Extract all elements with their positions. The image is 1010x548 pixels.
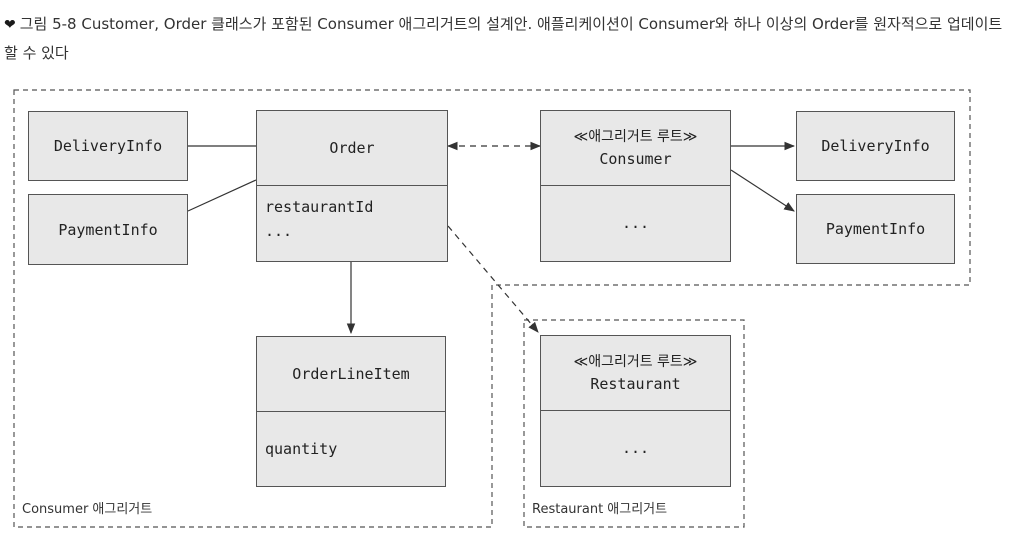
payment-info-left-box: PaymentInfo [28,194,188,265]
restaurant-class-body: ... [541,410,730,486]
consumer-stereotype: ≪애그리거트 루트≫ [573,129,698,145]
order-class-header: Order [257,111,447,186]
heart-icon: ❤ [4,17,16,33]
order-class-name: Order [329,139,375,157]
caption-text: 그림 5-8 Customer, Order 클래스가 포함된 Consumer… [4,15,1003,62]
delivery-info-right-label: DeliveryInfo [821,137,930,155]
order-attr-ellipsis: ... [265,222,293,240]
figure-caption: ❤그림 5-8 Customer, Order 클래스가 포함된 Consume… [4,10,1004,67]
payment-info-right-label: PaymentInfo [825,220,926,238]
consumer-class-header: ≪애그리거트 루트≫ Consumer [541,111,730,186]
consumer-class-name: Consumer [599,150,672,168]
order-line-item-attributes: quantity [257,411,445,486]
restaurant-aggregate-label: Restaurant 애그리거트 [532,502,668,517]
consumer-class-box: ≪애그리거트 루트≫ Consumer ... [540,110,731,262]
order-class-box: Order restaurantId ... [256,110,448,262]
restaurant-class-box: ≪애그리거트 루트≫ Restaurant ... [540,335,731,487]
order-line-item-name: OrderLineItem [292,365,410,383]
consumer-body-ellipsis: ... [621,214,650,232]
restaurant-aggregate-boundary [523,319,745,528]
consumer-class-body: ... [541,185,730,261]
restaurant-class-name: Restaurant [590,375,681,393]
payment-info-order-link [187,179,257,212]
delivery-info-left-label: DeliveryInfo [53,137,163,155]
delivery-info-left-box: DeliveryInfo [28,111,188,181]
payment-info-left-label: PaymentInfo [58,220,158,239]
order-class-attributes: restaurantId ... [257,185,447,261]
restaurant-body-ellipsis: ... [621,439,650,457]
restaurant-class-header: ≪애그리거트 루트≫ Restaurant [541,336,730,411]
consumer-payment-info-arrow [730,169,795,212]
order-line-item-header: OrderLineItem [257,337,445,412]
payment-info-right-box: PaymentInfo [796,194,955,264]
order-restaurant-dashed-arrow [447,225,539,333]
restaurant-stereotype: ≪애그리거트 루트≫ [573,354,698,370]
consumer-aggregate-boundary [13,89,971,528]
delivery-info-right-box: DeliveryInfo [796,111,955,181]
order-line-item-class-box: OrderLineItem quantity [256,336,446,487]
order-attr-restaurant-id: restaurantId [265,198,374,216]
order-line-item-attr-quantity: quantity [265,440,338,458]
consumer-aggregate-label: Consumer 애그리거트 [22,502,153,517]
